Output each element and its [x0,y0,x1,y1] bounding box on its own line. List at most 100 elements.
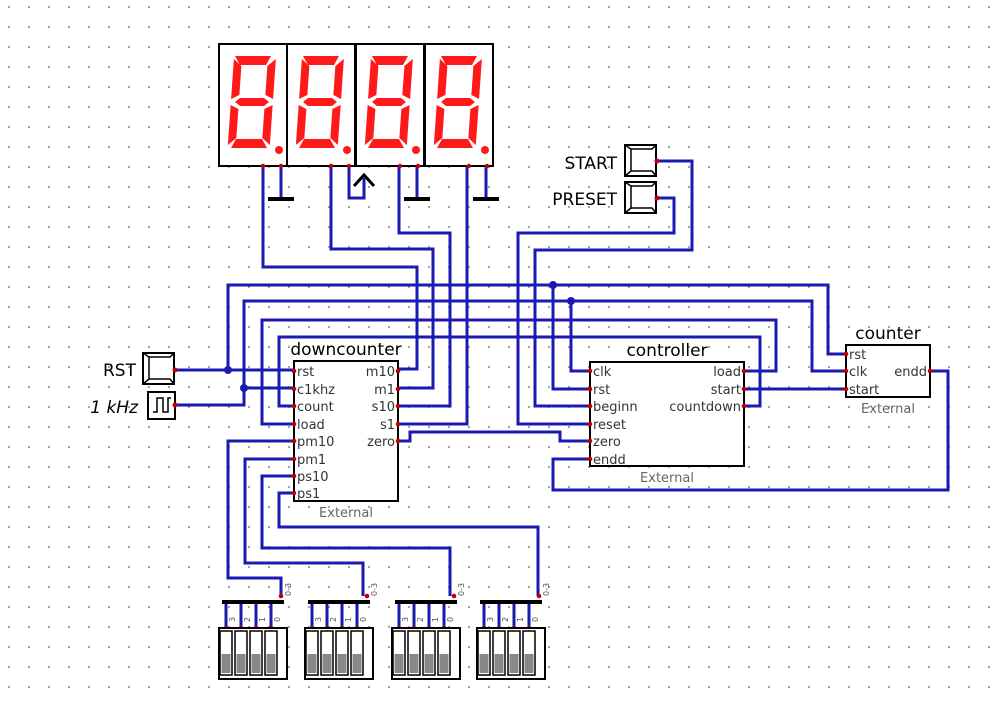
output-pin[interactable] [395,403,401,409]
downcounter-port-ps10: ps10 [297,470,329,485]
input-pin[interactable] [587,368,593,374]
downcounter-port-s10: s10 [372,400,395,415]
start-button[interactable] [624,144,660,177]
dip-toggle[interactable] [350,630,364,676]
output-pin[interactable] [395,368,401,374]
clock-label: 1 kHz [90,398,139,418]
bit-label: 0 [273,617,282,622]
junctions [224,281,575,392]
rst-button[interactable] [142,352,178,385]
counter-port-endd: endd [894,365,927,380]
bit-label: 1 [431,617,440,622]
wire [243,457,365,596]
preset-button[interactable] [624,181,660,214]
downcounter-port-pm1: pm1 [297,453,326,468]
downcounter-port-ps1: ps1 [297,487,320,502]
counter-port-clk: clk [849,365,868,380]
downcounter-port-pm10: pm10 [297,435,334,450]
dip-toggle[interactable] [477,630,491,676]
input-pin[interactable] [291,473,297,479]
controller-port-beginn: beginn [593,400,638,415]
downcounter-port-m10: m10 [366,365,395,380]
bit-label: 2 [501,617,510,622]
input-pin[interactable] [843,351,849,357]
input-pin[interactable] [291,368,297,374]
seven-segment-displays[interactable] [218,43,494,169]
bit-label: 3 [314,617,323,622]
dip-toggle[interactable] [320,630,334,676]
dip-toggle[interactable] [305,630,319,676]
dip-toggle[interactable] [522,630,536,676]
dip-toggle[interactable] [507,630,521,676]
dip-toggle[interactable] [407,630,421,676]
input-pin[interactable] [291,403,297,409]
output-pin[interactable] [395,421,401,427]
input-pin[interactable] [587,456,593,462]
wire [533,159,694,408]
input-pin[interactable] [587,421,593,427]
input-pin[interactable] [587,403,593,409]
output-pin[interactable] [395,438,401,444]
input-pin[interactable] [291,421,297,427]
dip-toggle[interactable] [392,630,406,676]
dip-toggle[interactable] [234,630,248,676]
output-pin[interactable] [927,368,933,374]
controller-port-rst: rst [593,383,610,398]
dip-toggle[interactable] [249,630,263,676]
dip-toggle[interactable] [437,630,451,676]
wire [347,166,366,200]
downcounter-port-rst: rst [297,365,314,380]
wire [226,439,294,596]
output-pin[interactable] [395,386,401,392]
dip-toggle[interactable] [264,630,278,676]
controller-footer: External [640,471,694,486]
preset-label: PRESET [552,190,617,210]
controller-port-reset: reset [593,418,626,433]
input-pin[interactable] [587,438,593,444]
wires [176,159,950,596]
controller-port-clk: clk [593,365,612,380]
output-pin[interactable] [741,403,747,409]
bit-label: 3 [486,617,495,622]
counter-port-start: start [849,383,879,398]
input-pin[interactable] [291,386,297,392]
dip-toggle[interactable] [219,630,233,676]
splitter-range-label: 0-3 [542,583,551,596]
controller-title: controller [626,341,707,361]
dip-toggle[interactable] [492,630,506,676]
controller-port-start: start [711,383,741,398]
wire [277,335,762,408]
modules[interactable]: downcounterExternalrstc1khzcountloadpm10… [290,324,933,521]
output-pin[interactable] [741,386,747,392]
clock-source[interactable] [147,391,178,420]
input-pin[interactable] [843,386,849,392]
controller-module[interactable]: controllerExternalclkrstbeginnresetzeroe… [587,341,747,486]
downcounter-footer: External [319,506,373,521]
bit-label: 3 [228,617,237,622]
bit-label: 1 [344,617,353,622]
bit-label: 1 [258,617,267,622]
dip-toggle[interactable] [335,630,349,676]
bit-label: 0 [446,617,455,622]
input-pin[interactable] [291,438,297,444]
wire [398,430,590,443]
seven-segment-digit [424,43,494,169]
input-pin[interactable] [843,368,849,374]
wire [176,299,846,407]
dip-toggle[interactable] [422,630,436,676]
input-pin[interactable] [291,456,297,462]
wire [398,166,469,426]
input-pin[interactable] [291,490,297,496]
downcounter-module[interactable]: downcounterExternalrstc1khzcountloadpm10… [290,340,401,521]
bit-label: 2 [329,617,338,622]
output-pin[interactable] [741,368,747,374]
input-pin[interactable] [587,386,593,392]
wire [260,474,452,596]
